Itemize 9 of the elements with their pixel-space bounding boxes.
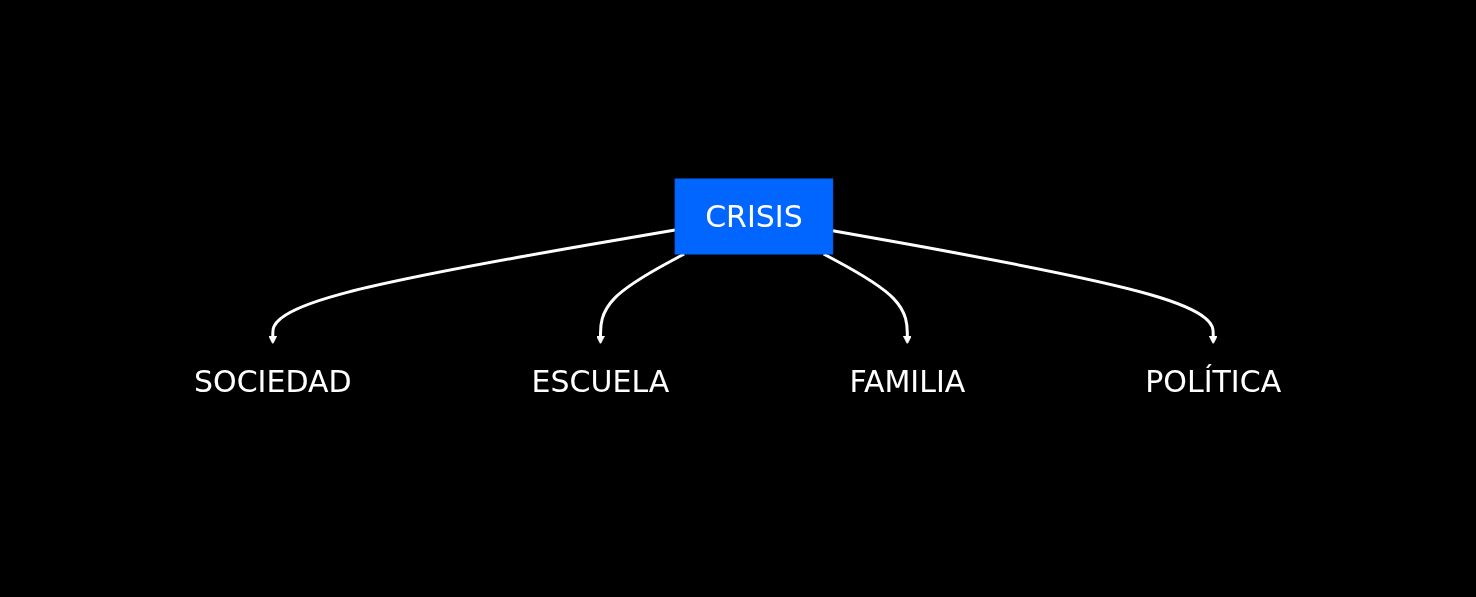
node-box: CRISIS (675, 178, 834, 254)
node-text: POLÍTICA (1145, 363, 1282, 399)
arrow (832, 228, 1218, 344)
arrow (596, 252, 686, 344)
arrow (268, 228, 676, 344)
node-text: ESCUELA (532, 363, 670, 399)
node-text: FAMILIA (849, 363, 966, 399)
arrow (823, 252, 913, 344)
node-text: SOCIEDAD (194, 363, 353, 399)
